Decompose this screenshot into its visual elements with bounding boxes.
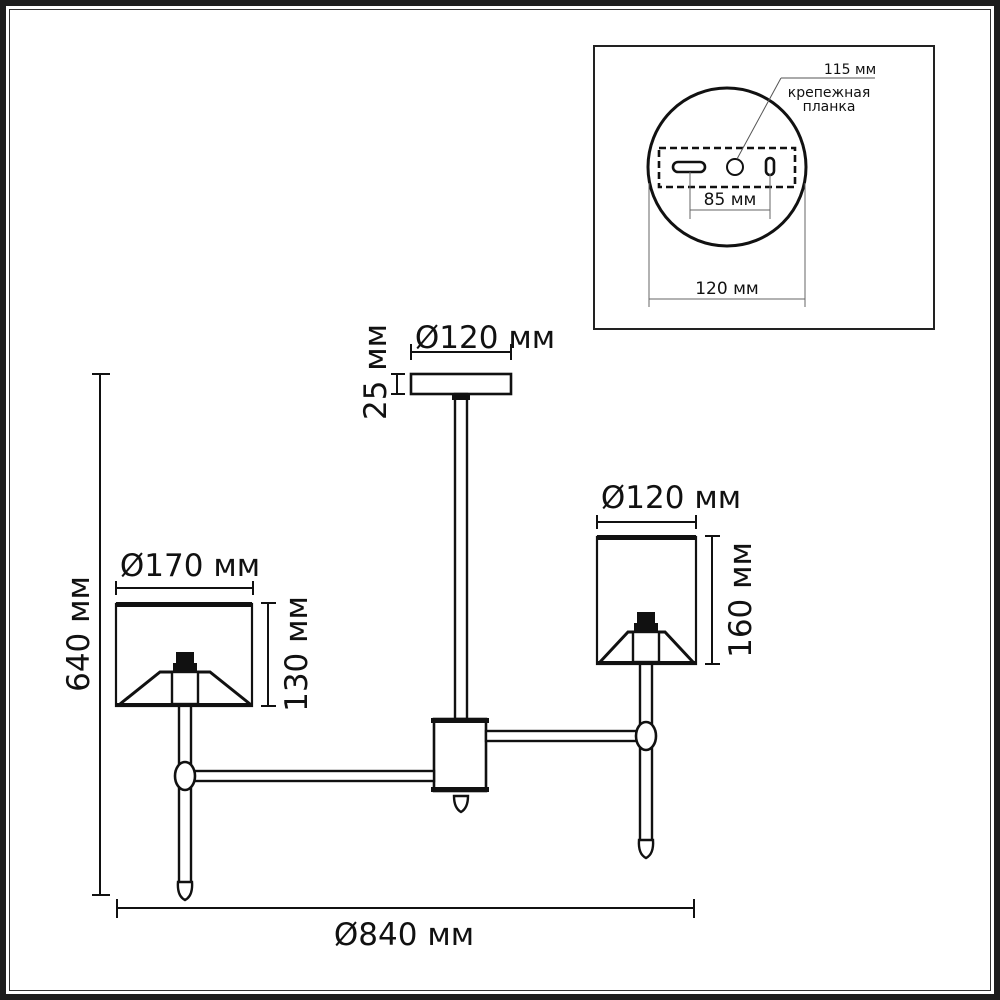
plate-diameter-label: 120 мм [695,279,759,299]
mounting-hole-label: 115 мм [824,62,876,78]
left-socket-cap [176,652,194,664]
central-stem [452,392,470,721]
canopy-diameter-label: Ø120 мм [415,320,555,356]
canopy-body [409,372,513,396]
canopy-height-label: 25 мм [358,324,394,420]
right-socket-cap [637,612,655,624]
overall-dimensions: 640 мм Ø840 мм [61,373,695,953]
arms [192,729,640,783]
total-diameter-label: Ø840 мм [334,917,474,953]
hole-spacing-label: 85 мм [704,190,757,210]
hub-bottom-rim [431,787,489,792]
bracket-label-line2: планка [803,99,856,115]
right-finial [637,838,655,860]
mounting-plate-inset: 115 мм крепежная планка 85 мм 120 мм [593,45,935,330]
left-lamp-rod [177,702,193,888]
right-socket-body [631,630,661,664]
inset-border [593,45,935,330]
right-joint [634,720,658,752]
hub-top-rim [431,718,489,723]
plate-circle [646,86,808,248]
right-shade-top-rim [597,535,696,540]
stem-collar [452,394,470,400]
hub-finial [452,794,470,814]
total-height-label: 640 мм [61,576,97,692]
central-hub [431,717,489,814]
slot-hole-left [671,160,707,174]
left-arm [192,769,436,783]
inner-frame [9,9,991,991]
left-shade-top-rim [116,602,252,607]
left-finial [176,880,194,902]
bracket-label-line1: крепежная [788,85,871,101]
right-lamp-rod [638,660,654,844]
right-shade-height-label: 160 мм [723,542,759,658]
hub-body [432,717,488,793]
center-hole [726,158,744,176]
left-joint [173,760,197,792]
right-socket-top [634,623,658,633]
right-lamp: Ø120 мм 160 мм [595,480,759,860]
leader-line [736,77,782,160]
mounting-bracket-outline [657,146,797,189]
left-shade-height-label: 130 мм [279,596,315,712]
right-shade-diameter-label: Ø120 мм [601,480,741,516]
left-lamp: Ø170 мм 130 мм [114,548,315,902]
left-shade-diameter-label: Ø170 мм [120,548,260,584]
stem-rod [453,392,469,721]
right-arm [484,729,640,743]
left-socket-body [170,670,200,706]
left-socket-top [173,663,197,673]
